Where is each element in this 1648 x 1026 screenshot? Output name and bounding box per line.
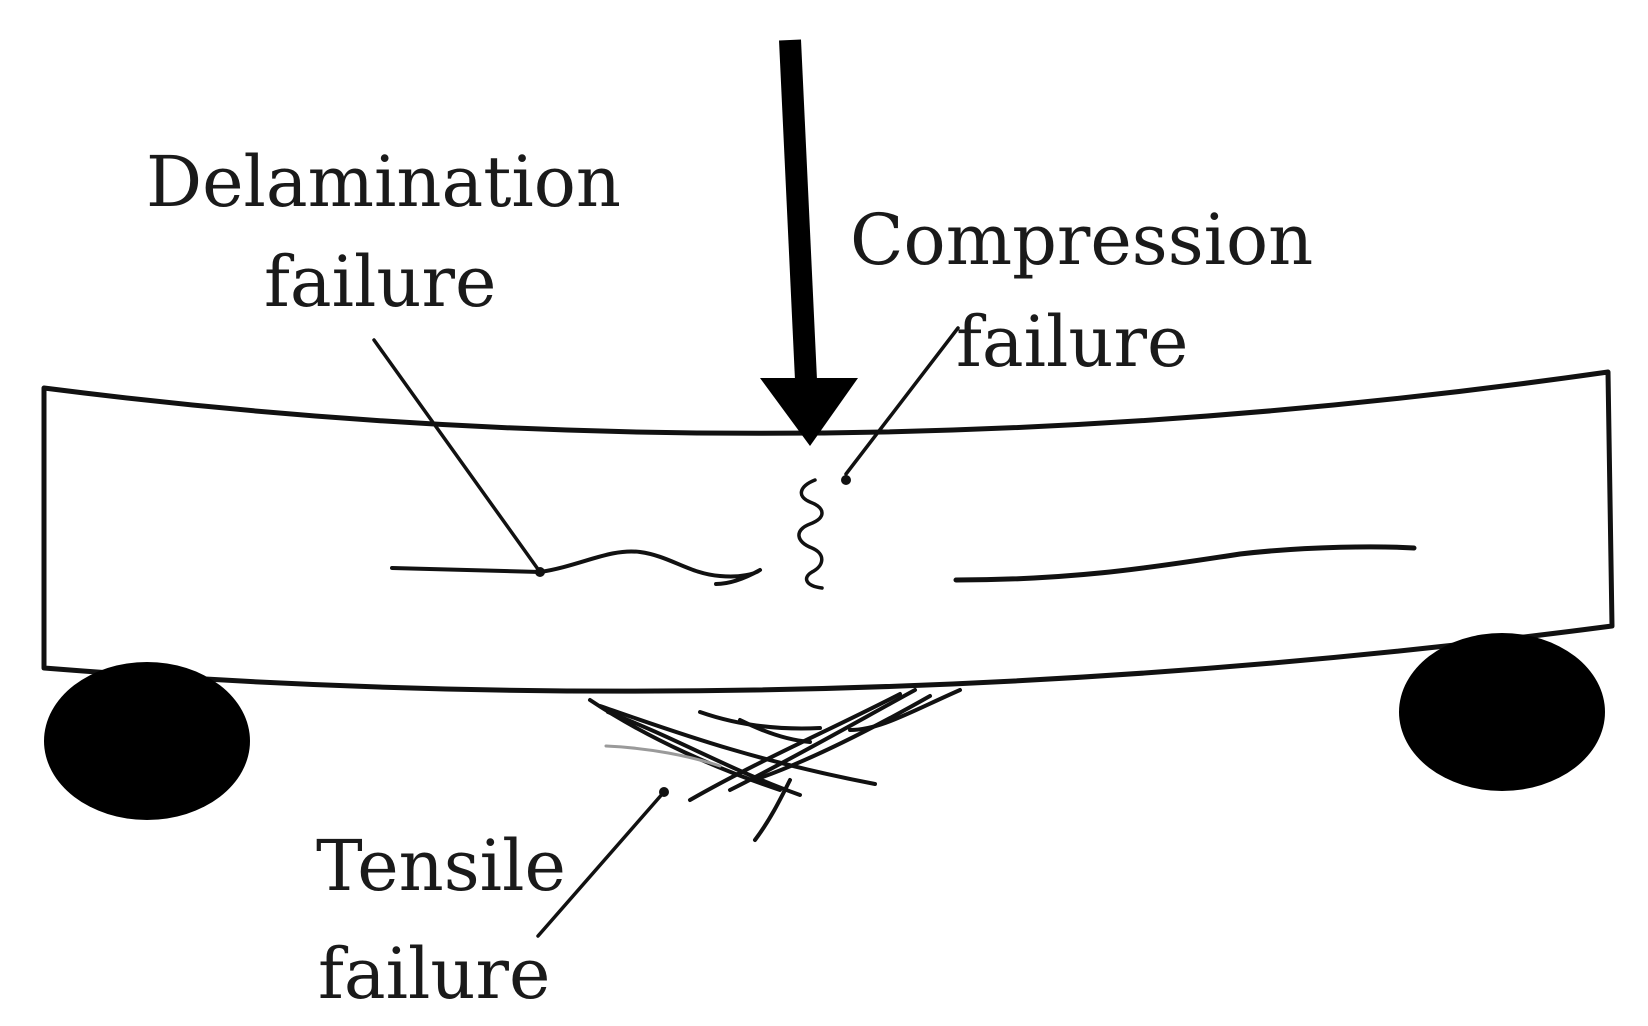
load-arrow <box>760 39 858 446</box>
compression-leader-dot <box>841 475 851 485</box>
delamination-label-line1: Delamination <box>146 141 621 223</box>
compression-label-line2: failure <box>956 301 1188 383</box>
right-support <box>1399 633 1605 791</box>
tensile-faint-fibre <box>604 744 722 768</box>
tensile-label-line2: failure <box>318 933 550 1015</box>
tensile-leader-dot <box>659 787 669 797</box>
beam-outline <box>41 369 1615 694</box>
delamination-label-line2: failure <box>264 241 496 323</box>
delamination-crack-left <box>390 549 762 586</box>
leader-lines <box>372 326 960 938</box>
delamination-crack-right <box>953 544 1417 583</box>
left-support <box>44 662 250 820</box>
compression-crack <box>797 478 824 590</box>
tensile-label-line1: Tensile <box>316 825 566 907</box>
compression-label-line1: Compression <box>850 199 1313 281</box>
delamination-leader-dot <box>535 567 545 577</box>
tensile-cracks <box>588 688 962 842</box>
